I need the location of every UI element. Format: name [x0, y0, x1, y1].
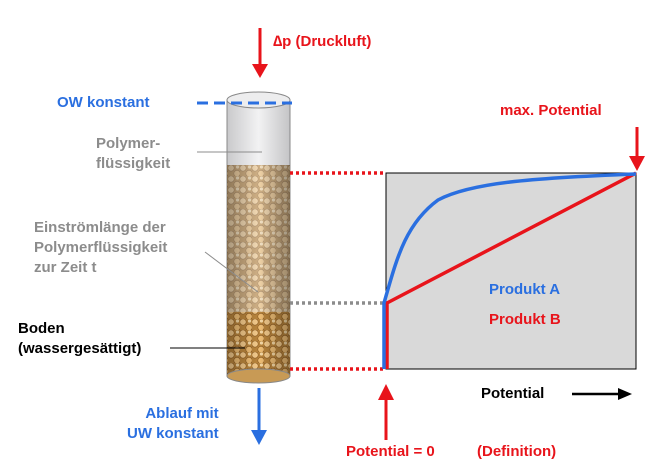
product-b-label: Produkt B	[489, 311, 561, 328]
potential-zero-arrow	[378, 384, 394, 440]
potential-axis-arrow	[572, 388, 632, 400]
soil-column	[226, 91, 291, 384]
definition-label: (Definition)	[477, 443, 557, 460]
inflow-leader	[204, 251, 259, 293]
product-a-label: Produkt A	[489, 281, 561, 298]
product-a-curve	[382, 172, 637, 369]
potential-axis-label: Potential	[481, 385, 545, 402]
outflow-arrow	[251, 388, 267, 445]
soil-label: Boden (wassergesättigt)	[18, 320, 142, 357]
max-potential-label: max. Potential	[500, 102, 602, 119]
ow-constant-label: OW konstant	[57, 94, 150, 111]
potential-zero-label: Potential = 0	[346, 443, 435, 460]
column-top	[226, 91, 291, 109]
polymer-liquid-label: Polymer- flüssigkeit	[96, 135, 171, 172]
outflow-label: Ablauf mit UW konstant	[127, 405, 219, 442]
inflow-length-label: Einströmlänge der Polymerflüssigkeit zur…	[34, 219, 168, 276]
product-b-curve	[385, 171, 637, 369]
potential-graph-panel	[385, 172, 637, 370]
pressure-label: ∆p (Druckluft)	[273, 33, 372, 50]
column-bottom	[226, 368, 291, 384]
max-potential-arrow	[629, 127, 645, 171]
pressure-arrow	[252, 28, 268, 78]
